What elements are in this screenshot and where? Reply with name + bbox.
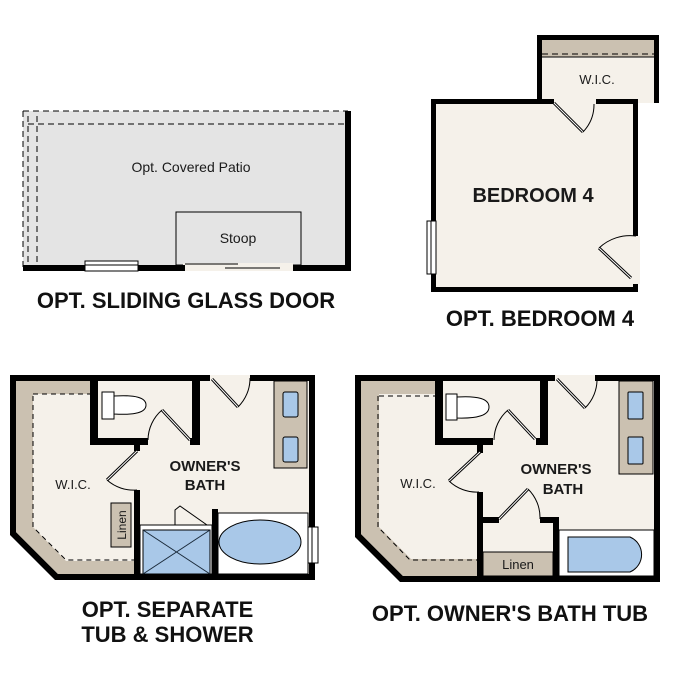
stoop (175, 211, 302, 266)
patio-label: Opt. Covered Patio (131, 159, 250, 175)
sink (282, 436, 299, 463)
bathtub (218, 519, 302, 565)
sliding-door (183, 263, 293, 271)
window (307, 526, 319, 564)
closet-shelf (16, 381, 136, 574)
plan-owners-bath-tub: Linen W.I.C. OWNER'S BATH (355, 375, 660, 582)
bedroom-label: BEDROOM 4 (472, 185, 594, 207)
toilet-tank (101, 391, 115, 420)
closet-shelf (542, 40, 654, 57)
linen-label: Linen (115, 510, 129, 539)
linen-closet (110, 502, 132, 548)
bedroom-floor (436, 104, 633, 287)
plan-bedroom-4: W.I.C. BEDROOM 4 (426, 35, 659, 292)
wall (345, 111, 351, 271)
bathtub (567, 536, 643, 573)
caption-sliding-glass-door: OPT. SLIDING GLASS DOOR (36, 288, 336, 313)
caption-owners-bath-tub: OPT. OWNER'S BATH TUB (371, 601, 649, 626)
wic-label: W.I.C. (400, 476, 435, 491)
caption-bedroom-4: OPT. BEDROOM 4 (445, 306, 635, 331)
linen-label: Linen (502, 557, 534, 572)
wic-label: W.I.C. (579, 72, 614, 87)
bath-label-line1: OWNER'S (520, 461, 591, 478)
bath-label-line2: BATH (185, 477, 226, 494)
closet-shelf (361, 381, 481, 576)
wic-label: W.I.C. (55, 477, 90, 492)
plan-sliding-glass-door: Opt. Covered Patio Stoop (22, 110, 351, 272)
caption-separate-tub-line1: OPT. SEPARATE (81, 597, 254, 622)
toilet-bowl (113, 395, 147, 415)
plan-separate-tub-shower: Linen W.I.C. OWNER'S BATH (10, 375, 319, 580)
linen-closet (482, 551, 554, 577)
caption-separate-tub-line2: TUB & SHOWER (81, 622, 254, 647)
bath-label-line2: BATH (543, 481, 584, 498)
window (84, 260, 139, 272)
sink (282, 391, 299, 418)
bath-label-line1: OWNER'S (169, 458, 240, 475)
stoop-label: Stoop (220, 230, 257, 246)
